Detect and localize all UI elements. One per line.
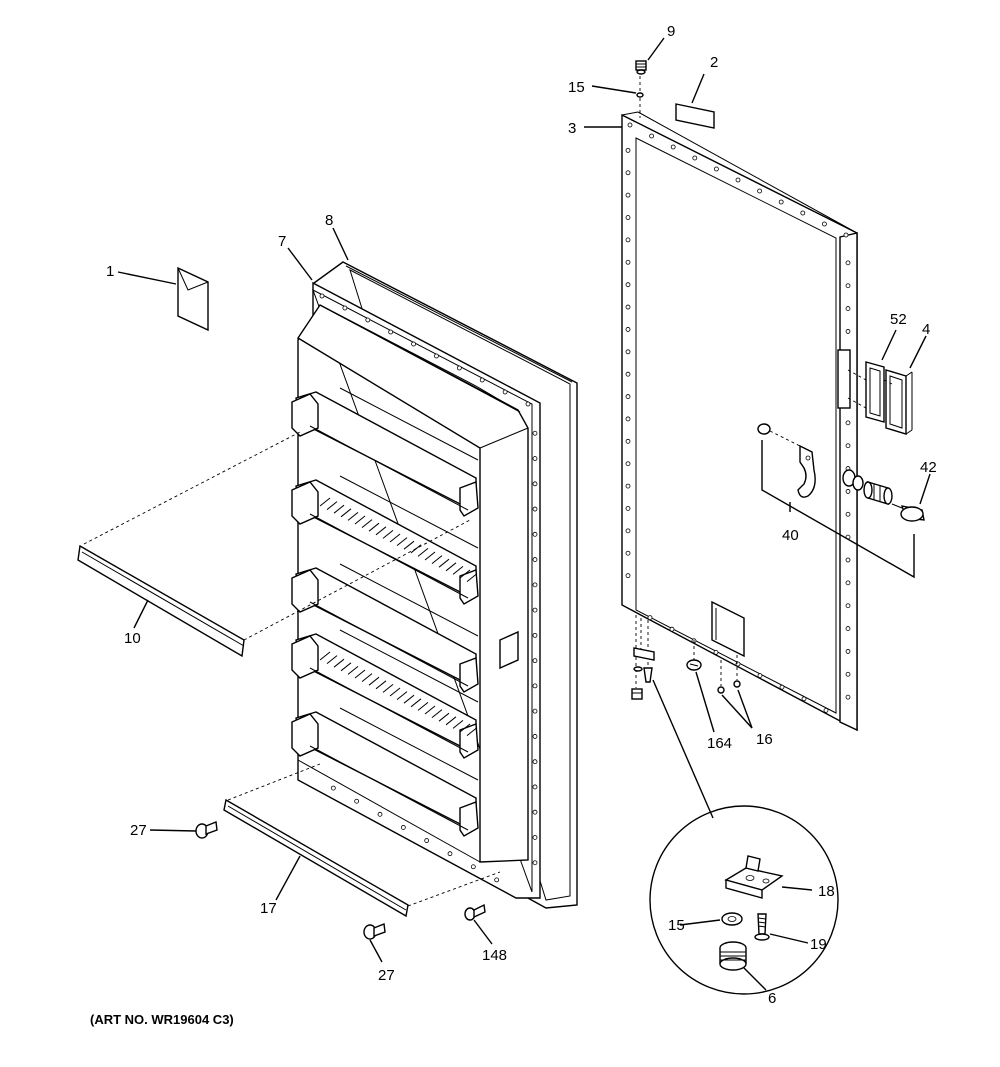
shelf-rail-bottom (223, 763, 501, 918)
callout-16: 16 (756, 731, 773, 748)
callout-17: 17 (260, 900, 277, 917)
door-shelf-bin (291, 563, 479, 693)
handle-recess (837, 349, 851, 409)
bottom-hinge-recess (711, 600, 745, 658)
rail-screw-top (195, 821, 218, 839)
lock-cylinder (842, 469, 893, 505)
callout-52: 52 (890, 311, 907, 328)
callout-40: 40 (782, 527, 799, 544)
callout-27-top: 27 (130, 822, 147, 839)
callout-42: 42 (920, 459, 937, 476)
literature-envelope (177, 266, 209, 332)
callout-2: 2 (710, 54, 718, 71)
callout-10: 10 (124, 630, 141, 647)
shelf-rail-top (77, 431, 471, 658)
top-hinge-screw (635, 60, 647, 118)
leader-lines (117, 37, 931, 991)
callout-3: 3 (568, 120, 576, 137)
door-shelves (291, 387, 479, 837)
bottom-hinge-small-parts (631, 615, 655, 700)
liner-screw (464, 903, 486, 921)
callout-labels: 1 2 3 4 52 7 8 9 10 15 16 164 17 18 19 1… (106, 23, 937, 1007)
callout-148: 148 (482, 947, 507, 964)
lock-key (891, 503, 925, 522)
callout-1: 1 (106, 263, 114, 280)
lock-assembly-bracket (761, 440, 915, 579)
art-number: (ART NO. WR19604 C3) (90, 1012, 234, 1027)
nameplate (675, 103, 715, 129)
hinge-detail-circle (649, 679, 839, 995)
callout-15-detail: 15 (668, 917, 685, 934)
door-stop-and-plugs (686, 640, 741, 694)
lock-latch (757, 423, 816, 498)
door-shelf-bin (291, 475, 479, 605)
callout-164: 164 (707, 735, 732, 752)
callout-7: 7 (278, 233, 286, 250)
callout-4: 4 (922, 321, 930, 338)
handle-gasket (865, 361, 885, 423)
rail-screw-bottom (363, 923, 386, 940)
callout-8: 8 (325, 212, 333, 229)
callout-19: 19 (810, 936, 827, 953)
door-shelf-bin (291, 707, 479, 837)
door-handle (885, 369, 913, 435)
door-shelf-bin (291, 387, 479, 517)
callout-9: 9 (667, 23, 675, 40)
door-shelf-bin (291, 629, 479, 759)
callout-18: 18 (818, 883, 835, 900)
callout-6: 6 (768, 990, 776, 1007)
door-liner-holes (319, 293, 538, 883)
callout-27-bottom: 27 (378, 967, 395, 984)
callout-15-top: 15 (568, 79, 585, 96)
